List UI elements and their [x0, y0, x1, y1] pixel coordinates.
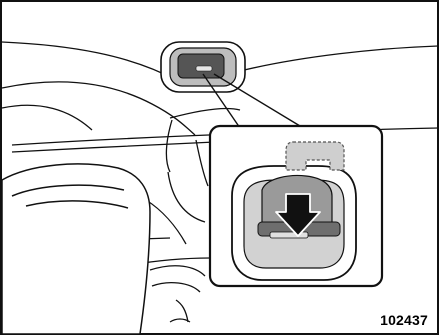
- zoom-callout: [210, 126, 382, 286]
- headrest: [2, 164, 150, 334]
- figure-number: 102437: [380, 312, 428, 328]
